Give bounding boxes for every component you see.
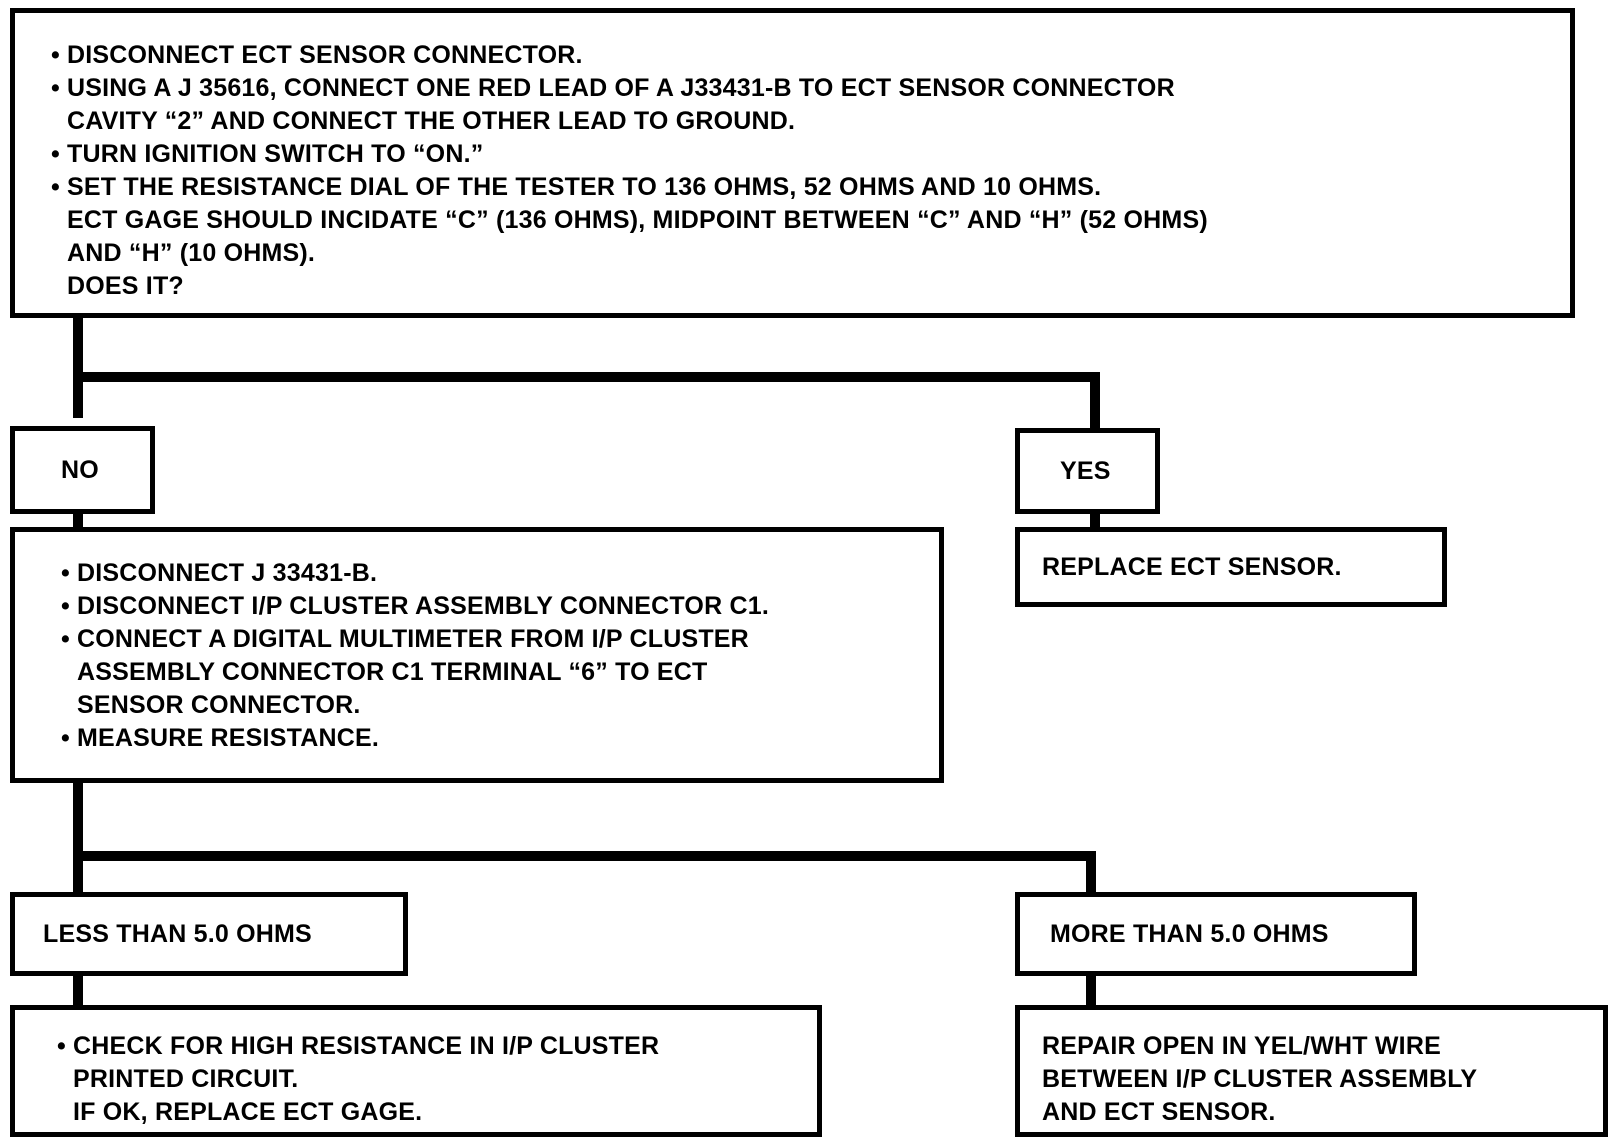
step-text-line: ECT GAGE SHOULD INCIDATE “C” (136 OHMS),… [67,206,1208,234]
more-lines: REPAIR OPEN IN YEL/WHT WIRE BETWEEN I/P C… [1042,1030,1603,1129]
step-text-line: DISCONNECT J 33431-B. [77,559,378,587]
step-text-line: DOES IT? [67,272,184,300]
connector-yes-down [1090,372,1100,430]
connector-more-down [1086,851,1096,897]
step-item: •MEASURE RESISTANCE. [61,722,939,755]
connector-top-branch [73,372,1100,382]
step-item: •USING A J 35616, CONNECT ONE RED LEAD O… [51,72,1570,138]
step-item: •TURN IGNITION SWITCH TO “ON.” [51,138,1570,171]
top-instruction-box: •DISCONNECT ECT SENSOR CONNECTOR.•USING … [10,8,1575,318]
less-label: LESS THAN 5.0 OHMS [43,919,312,948]
step-text-line: TURN IGNITION SWITCH TO “ON.” [67,140,484,168]
connector-top-down [73,308,83,418]
step-text-line: CAVITY “2” AND CONNECT THE OTHER LEAD TO… [67,107,796,135]
step-text-line: ASSEMBLY CONNECTOR C1 TERMINAL “6” TO EC… [77,658,708,686]
connector-bottom-branch [73,851,1096,861]
connector-yes-to-box [1090,510,1100,532]
step-item: •DISCONNECT ECT SENSOR CONNECTOR. [51,39,1570,72]
bullet-icon: • [51,140,60,168]
more-instruction-box: REPAIR OPEN IN YEL/WHT WIRE BETWEEN I/P C… [1015,1005,1608,1137]
bullet-icon: • [61,592,70,620]
repair-text-line: REPAIR OPEN IN YEL/WHT WIRE [1042,1032,1441,1060]
no-steps-list: •DISCONNECT J 33431-B.•DISCONNECT I/P CL… [61,557,939,755]
connector-no-box-down [73,778,83,898]
top-steps-list: •DISCONNECT ECT SENSOR CONNECTOR.•USING … [51,39,1570,303]
bullet-icon: • [61,625,70,653]
no-label-box: NO [10,426,155,514]
step-item: •CONNECT A DIGITAL MULTIMETER FROM I/P C… [61,623,939,722]
no-label: NO [61,455,99,484]
step-item: •DISCONNECT I/P CLUSTER ASSEMBLY CONNECT… [61,590,939,623]
connector-less-to-box [73,970,83,1012]
step-item: •SET THE RESISTANCE DIAL OF THE TESTER T… [51,171,1570,303]
step-item: •DISCONNECT J 33431-B. [61,557,939,590]
step-text-line: USING A J 35616, CONNECT ONE RED LEAD OF… [67,74,1175,102]
more-label-box: MORE THAN 5.0 OHMS [1015,892,1417,976]
yes-label: YES [1060,456,1111,485]
replace-sensor-text: REPLACE ECT SENSOR. [1042,552,1342,581]
repair-text-line: AND ECT SENSOR. [1042,1098,1276,1126]
replace-sensor-box: REPLACE ECT SENSOR. [1015,527,1447,607]
less-instruction-box: •CHECK FOR HIGH RESISTANCE IN I/P CLUSTE… [10,1005,822,1137]
no-instruction-box: •DISCONNECT J 33431-B.•DISCONNECT I/P CL… [10,527,944,783]
less-label-box: LESS THAN 5.0 OHMS [10,892,408,976]
bullet-icon: • [61,724,70,752]
step-text-line: IF OK, REPLACE ECT GAGE. [73,1098,423,1126]
step-text-line: AND “H” (10 OHMS). [67,239,316,267]
step-text-line: DISCONNECT I/P CLUSTER ASSEMBLY CONNECTO… [77,592,769,620]
connector-no-to-box [73,510,83,532]
less-steps-list: •CHECK FOR HIGH RESISTANCE IN I/P CLUSTE… [57,1030,817,1129]
step-text-line: SENSOR CONNECTOR. [77,691,361,719]
connector-more-to-box [1086,970,1096,1012]
bullet-icon: • [51,74,60,102]
bullet-icon: • [51,173,60,201]
step-text-line: CHECK FOR HIGH RESISTANCE IN I/P CLUSTER [73,1032,660,1060]
bullet-icon: • [61,559,70,587]
step-text-line: DISCONNECT ECT SENSOR CONNECTOR. [67,41,583,69]
step-text-line: CONNECT A DIGITAL MULTIMETER FROM I/P CL… [77,625,749,653]
bullet-icon: • [51,41,60,69]
step-text-line: SET THE RESISTANCE DIAL OF THE TESTER TO… [67,173,1102,201]
step-item: •CHECK FOR HIGH RESISTANCE IN I/P CLUSTE… [57,1030,817,1129]
repair-text-line: BETWEEN I/P CLUSTER ASSEMBLY [1042,1065,1478,1093]
yes-label-box: YES [1015,428,1160,514]
step-text-line: MEASURE RESISTANCE. [77,724,379,752]
more-label: MORE THAN 5.0 OHMS [1050,919,1329,948]
step-text-line: PRINTED CIRCUIT. [73,1065,299,1093]
bullet-icon: • [57,1032,66,1060]
